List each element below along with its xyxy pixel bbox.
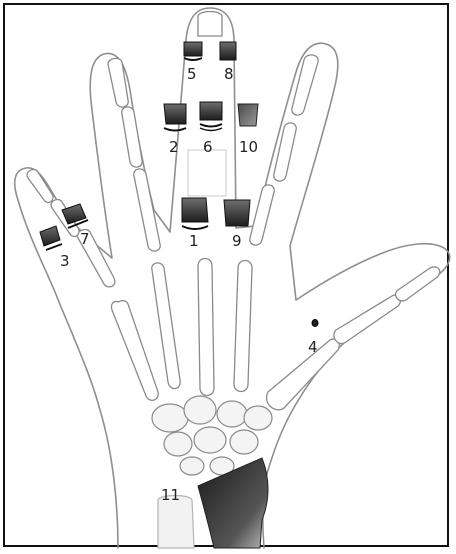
index-proximal-phalanx bbox=[250, 185, 274, 245]
site-5 bbox=[184, 42, 202, 60]
label-9: 9 bbox=[232, 232, 242, 250]
index-middle-phalanx bbox=[274, 123, 296, 181]
middle-proximal-phalanx bbox=[188, 150, 226, 196]
site-9 bbox=[224, 200, 250, 226]
little-metacarpal bbox=[111, 301, 158, 401]
label-3: 3 bbox=[60, 252, 70, 270]
site-6 bbox=[200, 102, 222, 131]
label-2: 2 bbox=[169, 138, 179, 156]
ring-metacarpal bbox=[152, 263, 180, 389]
thumb-distal-phalanx bbox=[396, 267, 440, 301]
site-2 bbox=[164, 104, 186, 131]
site-1 bbox=[182, 198, 208, 229]
label-8: 8 bbox=[224, 65, 234, 83]
site-8 bbox=[220, 42, 236, 60]
index-distal-phalanx bbox=[292, 55, 318, 115]
ring-proximal-phalanx bbox=[134, 169, 160, 251]
thumb-metacarpal bbox=[267, 339, 340, 410]
label-10: 10 bbox=[239, 138, 258, 156]
ring-middle-phalanx bbox=[122, 107, 142, 167]
label-5: 5 bbox=[187, 65, 197, 83]
ring-distal-phalanx bbox=[108, 58, 128, 107]
label-11: 11 bbox=[161, 486, 180, 504]
radius-bone bbox=[198, 458, 268, 548]
site-3 bbox=[40, 226, 62, 250]
label-1: 1 bbox=[189, 232, 199, 250]
label-6: 6 bbox=[203, 138, 213, 156]
middle-metacarpal bbox=[198, 259, 214, 396]
thumb-proximal-phalanx bbox=[334, 295, 401, 344]
site-4 bbox=[312, 320, 318, 327]
index-metacarpal bbox=[234, 261, 252, 392]
site-10 bbox=[238, 104, 258, 126]
middle-distal-phalanx bbox=[198, 12, 222, 37]
label-4: 4 bbox=[308, 338, 318, 356]
label-7: 7 bbox=[80, 230, 90, 248]
